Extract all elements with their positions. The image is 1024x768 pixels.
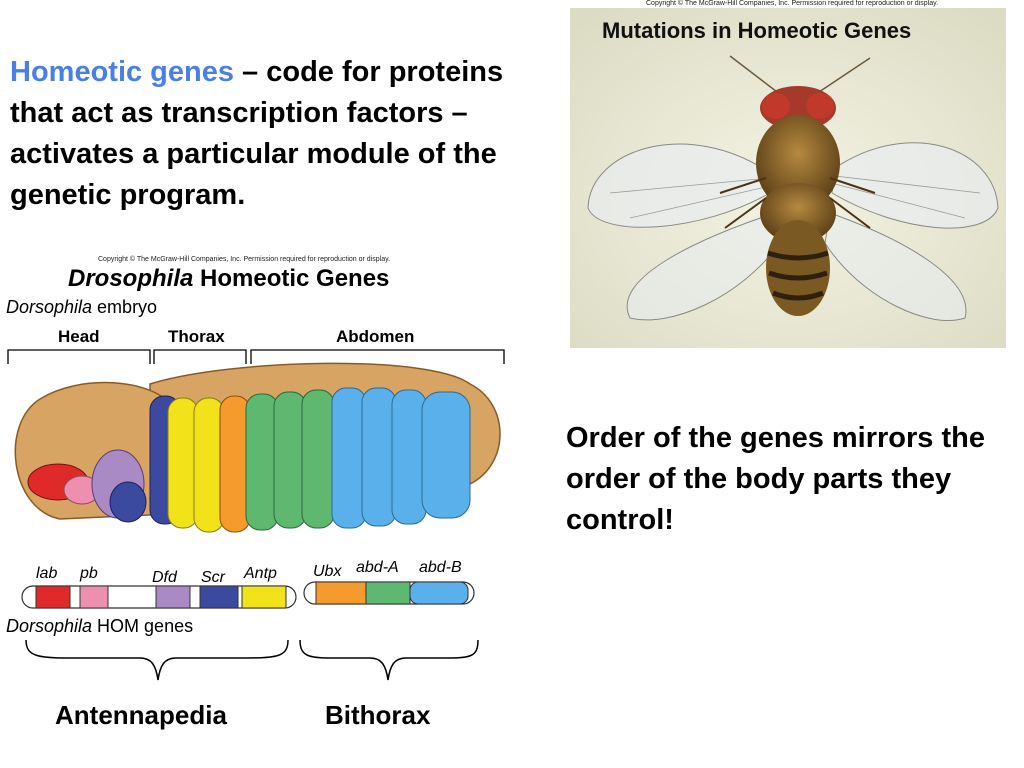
gene-block-scr	[199, 585, 239, 609]
gene-block-abd-a	[365, 581, 411, 605]
gene-block-abd-b	[409, 581, 469, 605]
gene-block-antp	[241, 585, 287, 609]
embryo-label-rest: embryo	[92, 297, 158, 317]
bithorax-brace	[299, 639, 479, 681]
hom-label-rest: HOM genes	[92, 616, 194, 636]
order-note: Order of the genes mirrors the order of …	[566, 422, 985, 536]
figure-title-rest: Homeotic Genes	[193, 265, 390, 292]
head-bracket	[7, 349, 151, 364]
fly-photo: Mutations in Homeotic Genes	[570, 8, 1006, 348]
hom-gene-chromosomes	[21, 581, 475, 609]
segment-label-thorax: Thorax	[168, 327, 225, 346]
embryo-diagram	[7, 349, 505, 533]
fly-image	[570, 8, 1006, 348]
figure-title: Drosophila Homeotic Genes	[68, 265, 389, 293]
embryo-label-italic: Dorsophila	[6, 297, 93, 317]
embryo-label: Dorsophila embryo	[6, 297, 157, 318]
gene-label-abd-a: abd-A	[356, 559, 399, 576]
hom-genes-label: Dorsophila HOM genes	[6, 616, 193, 637]
figure-copyright: Copyright © The McGraw-Hill Companies, I…	[98, 256, 391, 263]
segment-label-abdomen: Abdomen	[336, 327, 415, 346]
intro-rest: – code for proteins that act as transcri…	[10, 56, 504, 211]
gene-label-ubx: Ubx	[313, 563, 342, 580]
gene-block-dfd	[155, 585, 191, 609]
cluster-label-antennapedia: Antennapedia	[55, 700, 227, 730]
gene-label-dfd: Dfd	[152, 569, 177, 586]
gene-block-ubx	[315, 581, 367, 605]
abdomen-bracket	[250, 349, 505, 364]
thorax-bracket	[153, 349, 247, 364]
gene-block-lab	[35, 585, 71, 609]
cluster-braces	[25, 639, 479, 681]
intro-highlight: Homeotic genes	[10, 56, 234, 88]
gene-label-pb: pb	[80, 565, 98, 582]
intro-text: Homeotic genes – code for proteins that …	[10, 52, 550, 216]
gene-label-scr: Scr	[201, 569, 225, 586]
gene-block-pb	[79, 585, 109, 609]
cluster-label-bithorax: Bithorax	[325, 700, 431, 730]
antennapedia-brace	[25, 639, 289, 681]
segment-label-head: Head	[58, 327, 100, 346]
gene-label-antp: Antp	[244, 565, 277, 582]
gene-label-abd-b: abd-B	[419, 559, 462, 576]
hom-label-italic: Dorsophila	[6, 616, 93, 636]
figure-title-italic: Drosophila	[68, 265, 194, 292]
photo-copyright: Copyright © The McGraw-Hill Companies, I…	[646, 0, 939, 7]
gene-label-lab: lab	[36, 565, 58, 582]
photo-title: Mutations in Homeotic Genes	[602, 18, 912, 43]
